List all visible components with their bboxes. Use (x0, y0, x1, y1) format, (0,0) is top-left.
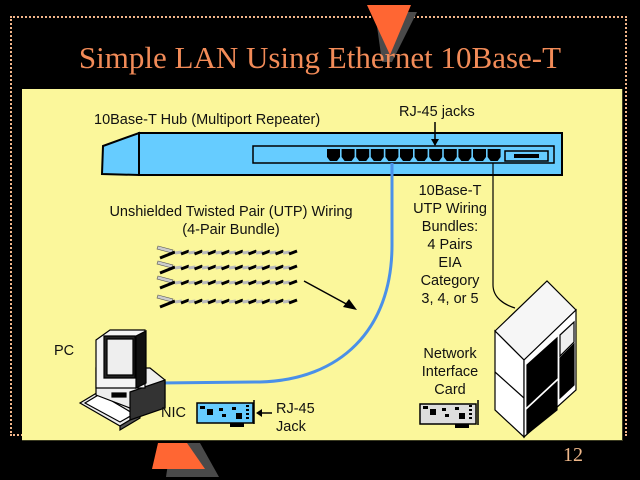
nic-label: NIC (161, 405, 186, 421)
twisted-pair-icon (156, 260, 298, 275)
utp-label-line2: (4-Pair Bundle) (182, 222, 280, 238)
rj45-jack-label-line2: Jack (276, 419, 306, 435)
arrow-right-down-icon (343, 299, 357, 310)
rj45-jack-icon (429, 149, 443, 161)
rj45-jack-icon (458, 149, 472, 161)
bundle-label-line: Bundles: (421, 219, 479, 235)
arrow-down-icon (431, 139, 439, 146)
bottom-trapezoid-icon (152, 443, 205, 469)
arrow-left-icon (256, 409, 262, 417)
bundle-label-line: EIA (438, 255, 462, 271)
utp-label-line1: Unshielded Twisted Pair (UTP) Wiring (109, 204, 353, 220)
rj45-jack-icon (356, 149, 370, 161)
twisted-pair-icon (156, 294, 298, 309)
rj45-jack-label-line1: RJ-45 (276, 401, 315, 417)
page-number: 12 (563, 444, 583, 466)
rj45-jack-icon (473, 149, 486, 161)
server-nic-card-icon (419, 400, 479, 428)
pc-icon (78, 329, 166, 432)
rj45-jack-icon (487, 149, 501, 161)
server-nic-label-line: Card (434, 382, 466, 398)
rj45-jack-icon (327, 149, 340, 161)
arrow-line (303, 280, 351, 307)
bundle-label-line: 4 Pairs (427, 237, 473, 253)
bundle-label: 10Base-T UTP Wiring Bundles: 4 Pairs EIA… (400, 182, 500, 308)
twisted-pair-bundle-icon (156, 245, 298, 309)
twisted-pair-icon (156, 245, 298, 260)
rj45-jack-icon (443, 149, 457, 161)
nic-card-icon (196, 400, 255, 427)
server-nic-label: Network Interface Card (405, 345, 495, 399)
rj45-jack-icon (341, 149, 355, 161)
pc-label: PC (54, 343, 75, 359)
bundle-label-line: UTP Wiring (413, 201, 487, 217)
utp-cable-pc (157, 163, 394, 385)
hub-icon (100, 131, 563, 177)
bundle-label-line: Category (420, 273, 480, 289)
bundle-label-line: 3, 4, or 5 (421, 291, 479, 307)
rj45-jacks (327, 149, 501, 161)
bundle-label-line: 10Base-T (418, 183, 482, 199)
rj45-jack-icon (414, 149, 428, 161)
utp-cable-server (492, 163, 516, 309)
rj45-jack-icon (385, 149, 399, 161)
rj45-jack-icon (370, 149, 384, 161)
server-icon (494, 280, 577, 439)
hub-label: 10Base-T Hub (Multiport Repeater) (94, 112, 321, 128)
twisted-pair-icon (156, 275, 298, 290)
jacks-label: RJ-45 jacks (399, 104, 475, 120)
slide-title: Simple LAN Using Ethernet 10Base-T (78, 40, 562, 75)
top-triangle-icon (367, 5, 411, 55)
server-nic-label-line: Network (423, 346, 477, 362)
rj45-jack-icon (400, 149, 413, 161)
server-nic-label-line: Interface (421, 364, 479, 380)
